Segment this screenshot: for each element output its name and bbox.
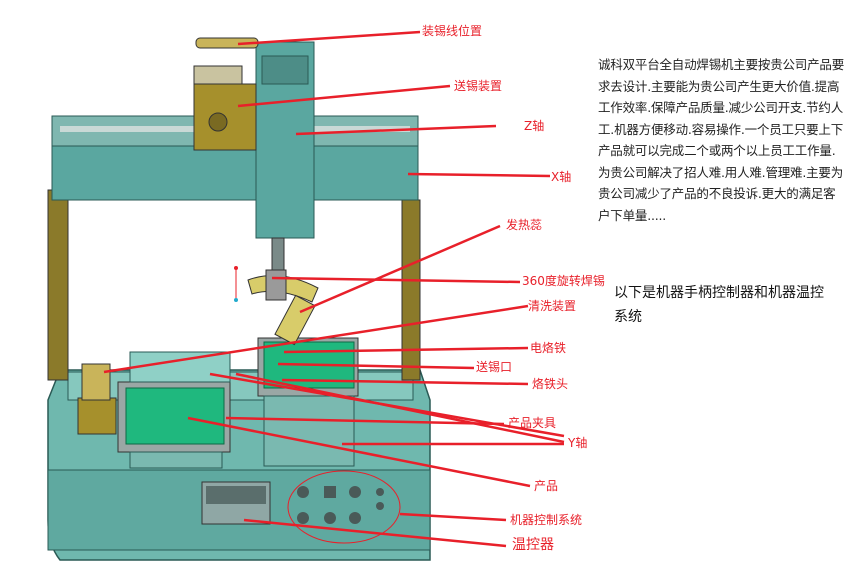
callout-cleaning-device: 清洗装置 [528,299,577,313]
callout-soldering-iron: 电烙铁 [530,341,567,355]
tin-feeder [193,37,259,151]
description-text: 诚科双平台全自动焊锡机主要按贵公司产品要求去设计.主要能为贵公司产生更大价值.提… [598,57,845,223]
callout-tin-feed-port: 送锡口 [476,360,513,374]
control-buttons [297,486,384,524]
left-fixture [117,351,231,469]
callout-tin-feeder: 送锡装置 [454,79,503,93]
callout-heating-core: 发热蕊 [506,218,543,232]
callout-machine-control: 机器控制系统 [510,513,583,527]
z-axis-column [255,41,315,275]
subtitle-text: 以下是机器手柄控制器和机器温控系统 [614,285,824,325]
callout-product: 产品 [534,479,559,493]
right-leg [401,199,421,381]
rotary-head [234,266,319,346]
cleaning-device [77,363,117,435]
callout-z-axis: Z轴 [524,119,545,133]
leader-lines [103,30,565,548]
right-fixture [257,337,359,467]
callout-rotary-360: 360度旋转焊锡 [522,274,605,288]
callout-temp-controller: 温控器 [512,537,554,553]
left-leg [47,189,69,381]
callout-product-fixture: 产品夹具 [508,416,557,430]
callout-x-axis: X轴 [551,170,572,184]
callout-iron-tip: 烙铁头 [532,377,569,391]
callout-feed-wire-position: 装锡线位置 [422,24,483,38]
callout-y-axis: Y轴 [568,436,588,450]
